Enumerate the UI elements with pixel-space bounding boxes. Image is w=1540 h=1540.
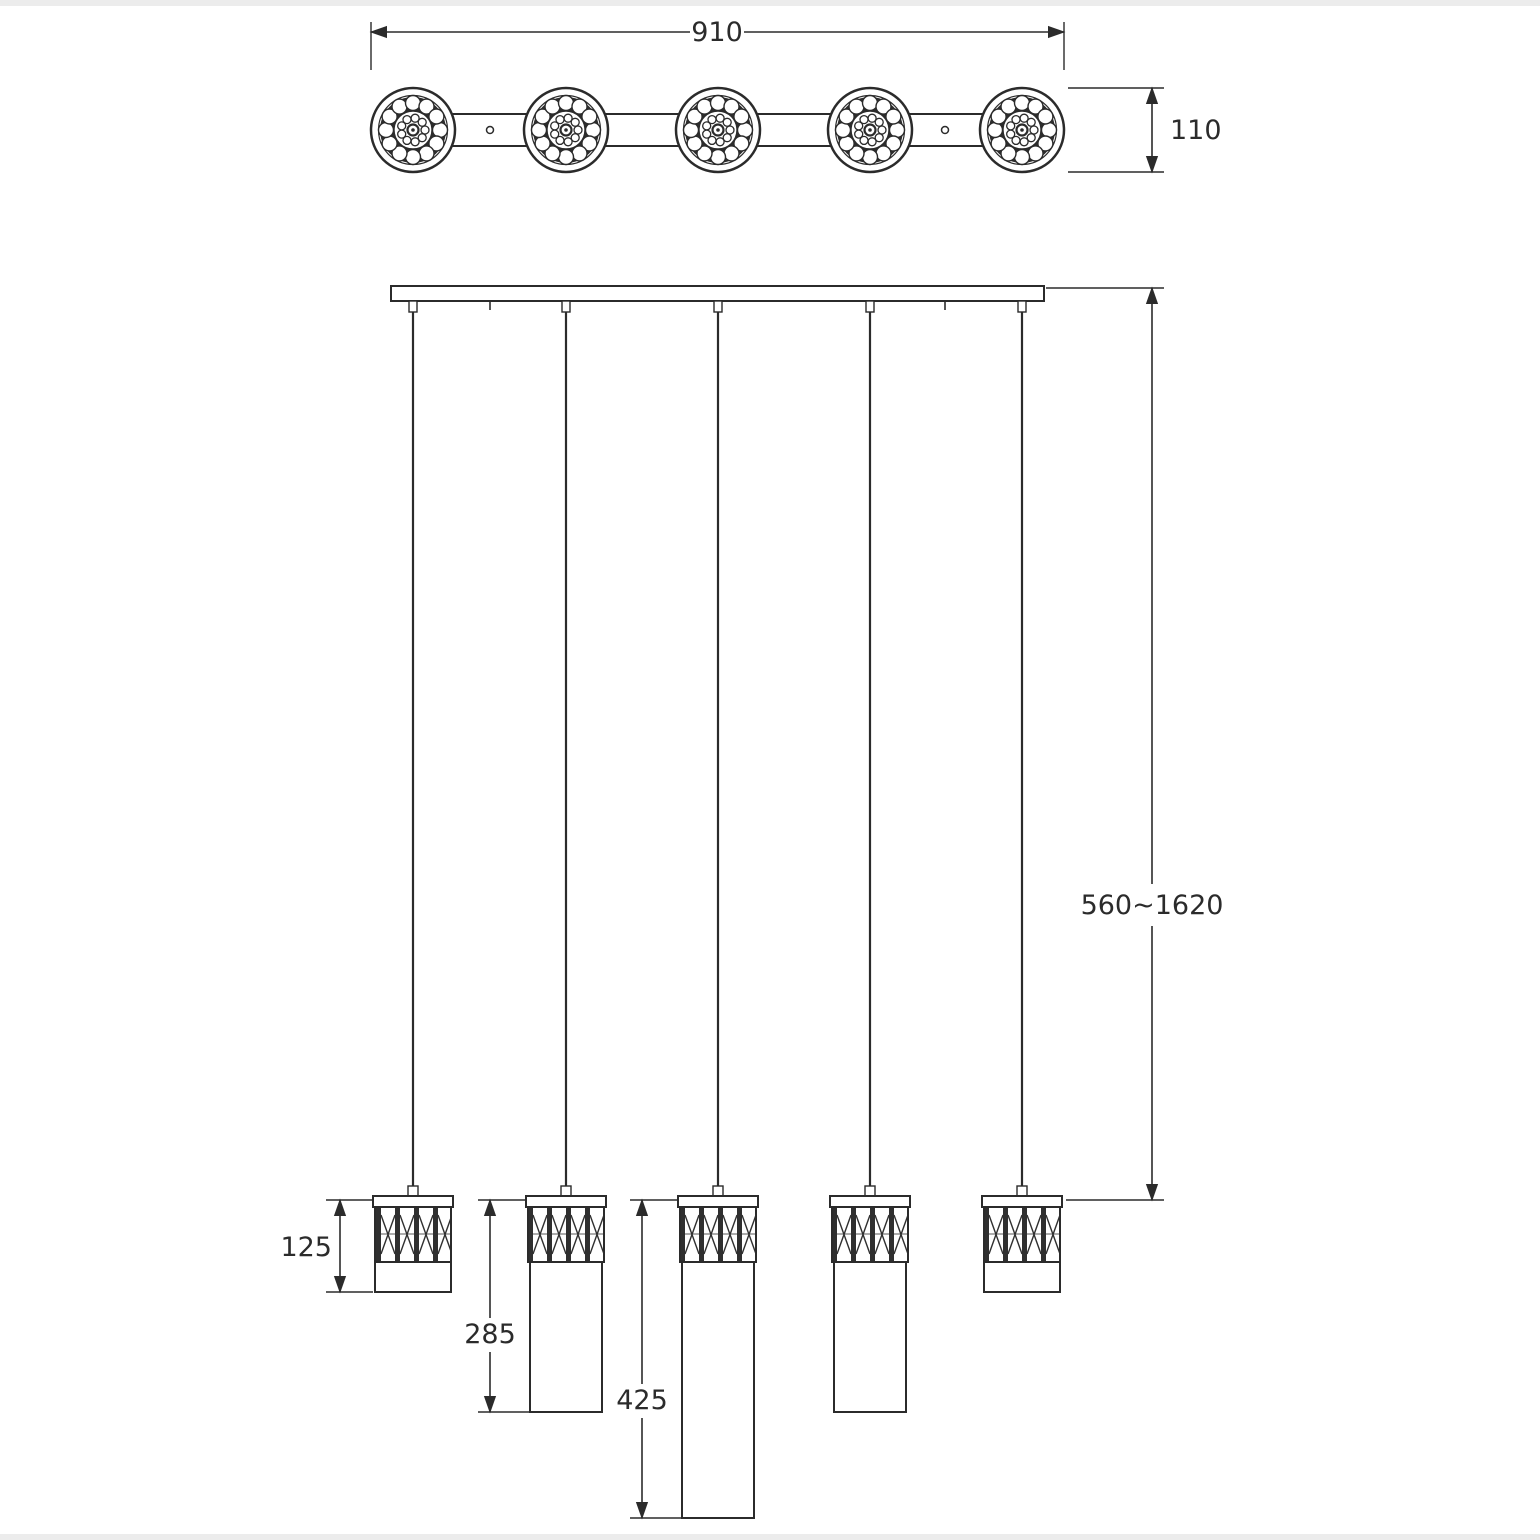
shade-nub xyxy=(407,1185,419,1197)
crystal-band xyxy=(983,1206,1061,1263)
dimension-canopy-height: 110 xyxy=(1068,86,1222,174)
rosette-ornament-2 xyxy=(522,86,610,174)
pendant-shade-medium-4 xyxy=(829,1185,911,1413)
shade-cap xyxy=(677,1195,759,1208)
rosette-ornament-3 xyxy=(674,86,762,174)
screw-hole-left xyxy=(485,125,495,135)
crystal-band xyxy=(374,1206,452,1263)
cord-connector xyxy=(713,300,723,313)
cord-connector xyxy=(408,300,418,313)
crystal-band xyxy=(831,1206,909,1263)
rosette-ornament-5 xyxy=(978,86,1066,174)
dimension-shade-small: 125 xyxy=(280,1198,373,1294)
shade-cylinder xyxy=(529,1261,603,1413)
pendant-shade-short-1 xyxy=(372,1185,454,1293)
shade-nub xyxy=(1016,1185,1028,1197)
pendant-shade-short-5 xyxy=(981,1185,1063,1293)
shade-rim xyxy=(983,1261,1061,1293)
shade-cylinder xyxy=(833,1261,907,1413)
shade-nub xyxy=(560,1185,572,1197)
shade-cap xyxy=(981,1195,1063,1208)
shade-nub xyxy=(864,1185,876,1197)
pendant-shade-medium-2 xyxy=(525,1185,607,1413)
suspension-cords xyxy=(408,300,1027,1186)
shade-rim xyxy=(374,1261,452,1293)
crystal-band xyxy=(527,1206,605,1263)
rosette-ornament-1 xyxy=(369,86,457,174)
dimension-width-label: 910 xyxy=(691,17,743,48)
screw-hole-right xyxy=(940,125,950,135)
dimension-shade-medium-label: 285 xyxy=(464,1319,516,1350)
rosette-ornament-4 xyxy=(826,86,914,174)
dimension-overall-width: 910 xyxy=(369,17,1066,70)
cord-connector xyxy=(1017,300,1027,313)
top-edge-band xyxy=(0,0,1540,6)
dimension-hanging-height: 560~1620 xyxy=(1046,286,1224,1202)
cord-connector xyxy=(561,300,571,313)
dimension-shade-small-label: 125 xyxy=(280,1232,332,1263)
dimension-canopy-label: 110 xyxy=(1170,115,1222,146)
dimension-shade-medium: 285 xyxy=(464,1198,530,1414)
cord-connector xyxy=(865,300,875,313)
bottom-edge-band xyxy=(0,1534,1540,1540)
dimension-shade-large: 425 xyxy=(616,1198,682,1520)
ceiling-bar xyxy=(390,285,1045,302)
top-view: 910 110 xyxy=(369,17,1222,174)
pendant-shade-long-3 xyxy=(677,1185,759,1519)
dimension-shade-large-label: 425 xyxy=(616,1385,668,1416)
dimension-hanging-label: 560~1620 xyxy=(1081,890,1224,921)
shade-cap xyxy=(829,1195,911,1208)
shade-nub xyxy=(712,1185,724,1197)
shade-cap xyxy=(372,1195,454,1208)
front-view: 560~1620 125 285 xyxy=(280,285,1224,1520)
shade-cap xyxy=(525,1195,607,1208)
shade-cylinder xyxy=(681,1261,755,1519)
crystal-band xyxy=(679,1206,757,1263)
